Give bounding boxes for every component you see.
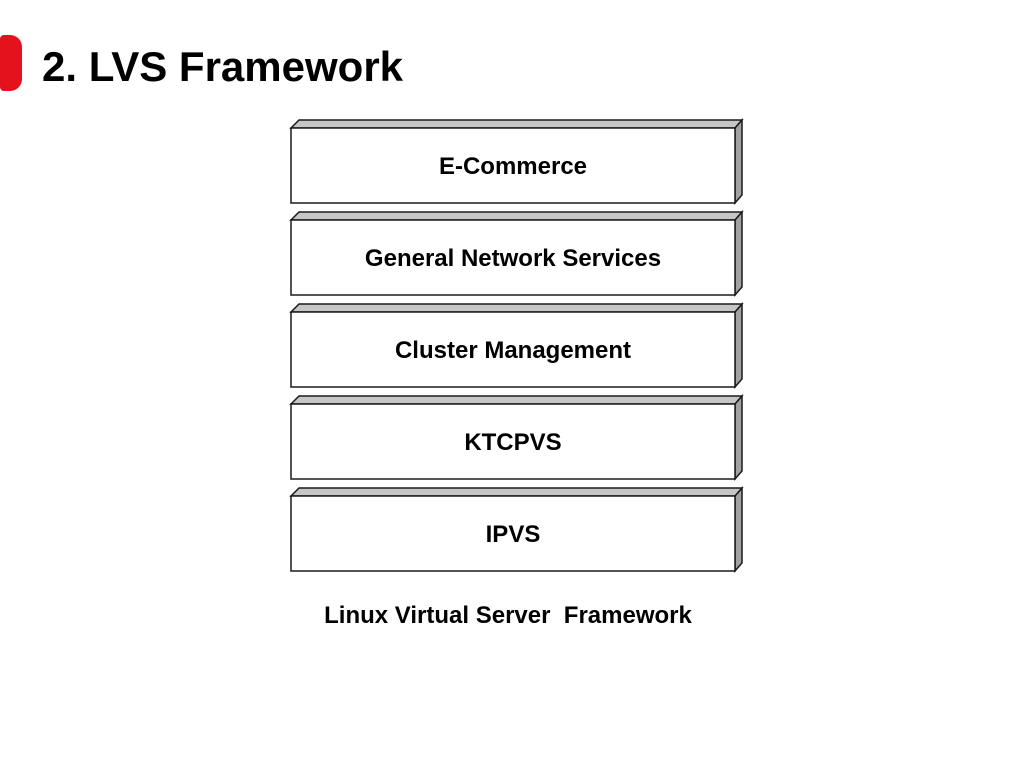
layer-front-face bbox=[290, 219, 736, 296]
layer-front-face bbox=[290, 403, 736, 480]
layer-top-face bbox=[289, 211, 744, 221]
layer-side-face bbox=[734, 394, 743, 481]
layer-front-face bbox=[290, 495, 736, 572]
layer-side-face bbox=[734, 302, 743, 389]
layer-top-face bbox=[289, 119, 744, 129]
layer-top-face bbox=[289, 395, 744, 405]
layer-front-face bbox=[290, 127, 736, 204]
layer-side-face bbox=[734, 210, 743, 297]
layer-general-network-services: General Network Services bbox=[289, 210, 744, 297]
layer-label: Cluster Management bbox=[395, 337, 631, 364]
layer-e-commerce: E-Commerce bbox=[289, 118, 744, 205]
layer-label: E-Commerce bbox=[439, 153, 587, 180]
title-accent-bar bbox=[0, 35, 22, 91]
slide-title: 2. LVS Framework bbox=[42, 43, 404, 90]
diagram-caption: Linux Virtual Server Framework bbox=[324, 602, 692, 629]
layer-side-face bbox=[734, 118, 743, 205]
layer-ipvs: IPVS bbox=[289, 486, 744, 573]
layer-ktcpvs: KTCPVS bbox=[289, 394, 744, 481]
layer-front-face bbox=[290, 311, 736, 388]
layer-label: KTCPVS bbox=[464, 429, 561, 456]
layer-label: General Network Services bbox=[365, 245, 661, 272]
layer-top-face bbox=[289, 487, 744, 497]
layer-top-face bbox=[289, 303, 744, 313]
layer-side-face bbox=[734, 486, 743, 573]
layer-label: IPVS bbox=[486, 521, 541, 548]
layer-cluster-management: Cluster Management bbox=[289, 302, 744, 389]
